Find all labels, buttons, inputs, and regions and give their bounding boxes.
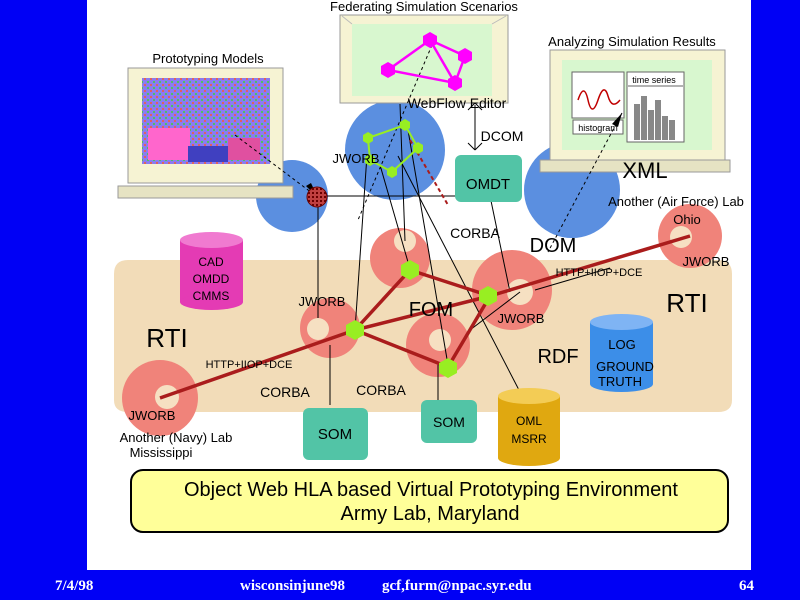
- air-force-lab-label: Another (Air Force) Lab: [608, 194, 744, 209]
- log-cylinder: [590, 314, 653, 392]
- cmms-label: CMMS: [193, 289, 230, 303]
- dashed-connectors: [234, 44, 623, 253]
- ground-label: GROUND: [596, 359, 654, 374]
- jworb-hub: [306, 186, 328, 208]
- footer-date: 7/4/98: [55, 578, 94, 594]
- time-series-label: time series: [632, 75, 676, 85]
- truth-label: TRUTH: [598, 374, 642, 389]
- dom-label: DOM: [530, 235, 577, 257]
- webflow-sphere: [345, 100, 445, 200]
- dcom-label: DCOM: [481, 128, 524, 144]
- som-left-label: SOM: [318, 426, 352, 443]
- cad-cylinder: [180, 232, 243, 310]
- corba-left-label: CORBA: [260, 384, 310, 400]
- prototyping-label: Prototyping Models: [152, 51, 264, 66]
- jworb-left-label: JWORB: [299, 294, 346, 309]
- histogram-label: histogram: [578, 123, 618, 133]
- jworb-top-label: JWORB: [333, 151, 380, 166]
- rti-connectors: [159, 234, 691, 400]
- fom-nodes: [346, 260, 497, 378]
- jworb-navy-label: JWORB: [129, 408, 176, 423]
- title-box: [130, 469, 729, 533]
- omdt-label: OMDT: [466, 176, 510, 193]
- webflow-editor-label: WebFlow Editor: [408, 95, 507, 111]
- federating-label: Federating Simulation Scenarios: [330, 0, 518, 14]
- title-line-2: Army Lab, Maryland: [341, 503, 520, 525]
- oml-label: OML: [516, 414, 542, 428]
- xml-label: XML: [622, 158, 667, 183]
- federating-nodes: [381, 32, 472, 91]
- rti-left-label: RTI: [146, 323, 187, 353]
- log-label: LOG: [608, 337, 635, 352]
- som-box-right: [421, 400, 477, 443]
- rti-right-label: RTI: [666, 288, 707, 318]
- jworb-ohio-label: JWORB: [683, 254, 730, 269]
- http-right-label: HTTP+IIOP+DCE: [556, 267, 643, 279]
- analyzing-label: Analyzing Simulation Results: [548, 34, 716, 49]
- hla-diagram: Federating Simulation Scenarios Prototyp…: [114, 0, 744, 533]
- footer-email: gcf,furm@npac.syr.edu: [382, 578, 532, 594]
- ohio-label: Ohio: [673, 212, 700, 227]
- mississippi-label: Mississippi: [130, 445, 193, 460]
- fom-label: FOM: [409, 299, 453, 321]
- corba-top-label: CORBA: [450, 225, 500, 241]
- omdt-box: [455, 155, 522, 202]
- cad-label: CAD: [198, 255, 224, 269]
- webflow-nodes: [363, 119, 423, 178]
- navy-lab-label: Another (Navy) Lab: [120, 430, 233, 445]
- omdd-label: OMDD: [193, 272, 230, 286]
- title-line-1: Object Web HLA based Virtual Prototyping…: [184, 479, 678, 501]
- federating-monitor: [339, 14, 509, 104]
- oml-cylinder: [498, 388, 560, 466]
- prototyping-monitor: [117, 67, 294, 199]
- som-box-left: [303, 408, 368, 460]
- http-left-label: HTTP+IIOP+DCE: [206, 359, 293, 371]
- jworb-center-label: JWORB: [498, 311, 545, 326]
- footer-page: 64: [739, 578, 754, 594]
- footer-file: wisconsinjune98: [240, 578, 346, 594]
- rdf-label: RDF: [537, 346, 578, 368]
- thin-connectors: [317, 102, 611, 405]
- analyzing-monitor: [539, 49, 731, 173]
- slide-canvas: Federating Simulation Scenarios Prototyp…: [87, 0, 751, 570]
- som-right-label: SOM: [433, 414, 465, 430]
- corba-mid-label: CORBA: [356, 382, 406, 398]
- msrr-label: MSRR: [511, 432, 547, 446]
